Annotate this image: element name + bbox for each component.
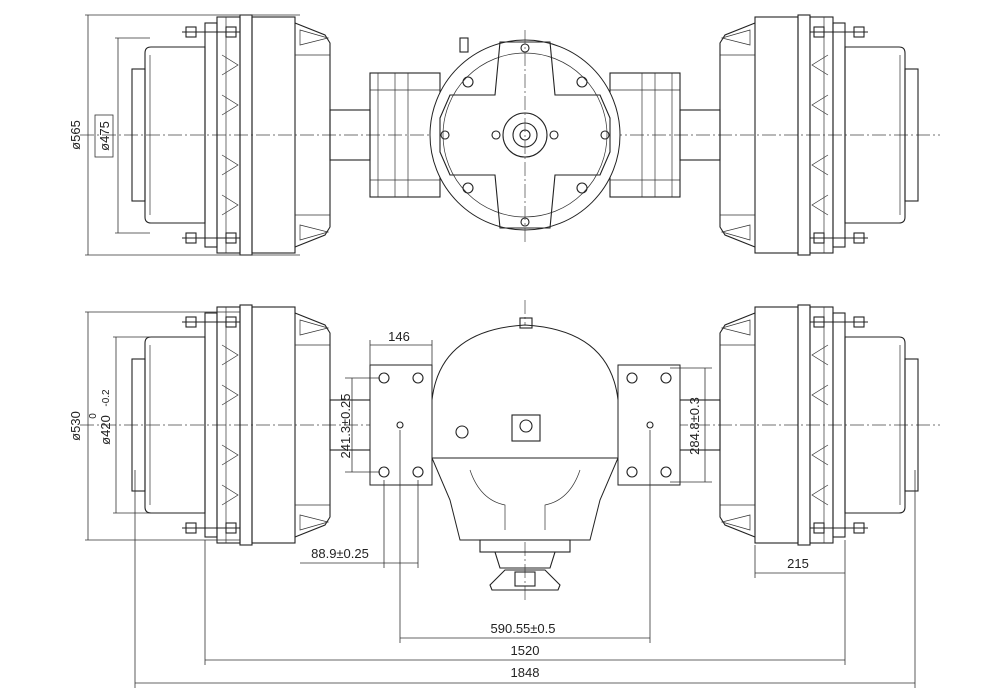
dim-590-label: 590.55±0.5 [491, 621, 556, 636]
dim-565-label: ø565 [68, 120, 83, 150]
dim-brake-diameter-top: ø475 [94, 37, 150, 234]
differential-housing-front [329, 317, 721, 591]
dim-88-label: 88.9±0.25 [311, 546, 369, 561]
dim-475-label: ø475 [97, 121, 112, 151]
left-bracket [369, 364, 433, 486]
dim-right-bracket-height: 284.8±0.3 [670, 367, 712, 483]
dim-1520-label: 1520 [511, 643, 540, 658]
dim-420-tol-upper: 0 [88, 413, 99, 419]
dim-420-tol-lower: -0.2 [101, 389, 112, 407]
dim-outer-diameter-top: ø565 [68, 14, 300, 256]
dim-bracket-width: 146 [369, 329, 433, 365]
front-view: ø530 ø420 0 -0.2 146 241.3±0.25 284.8±0. [68, 300, 940, 688]
dim-241-label: 241.3±0.25 [338, 394, 353, 459]
dim-left-bracket-height: 241.3±0.25 [338, 377, 380, 473]
top-view: ø565 ø475 [68, 14, 940, 256]
dim-outer-diameter-front: ø530 [68, 311, 240, 541]
right-bracket [617, 364, 681, 486]
dim-flange-spacing: 1520 [204, 540, 846, 665]
dim-pilot-diameter-front: ø420 0 -0.2 [88, 336, 150, 514]
dim-284-label: 284.8±0.3 [687, 397, 702, 455]
dim-146-label: 146 [388, 329, 410, 344]
dim-530-label: ø530 [68, 411, 83, 441]
dim-1848-label: 1848 [511, 665, 540, 680]
dim-bracket-offset: 88.9±0.25 [300, 480, 419, 568]
dim-hub-width: 215 [754, 545, 845, 578]
differential-housing-top [429, 30, 621, 245]
dim-215-label: 215 [787, 556, 809, 571]
dim-420-label: ø420 [98, 415, 113, 445]
dim-bracket-spacing: 590.55±0.5 [399, 430, 651, 643]
dim-overall-length: 1848 [134, 470, 916, 688]
